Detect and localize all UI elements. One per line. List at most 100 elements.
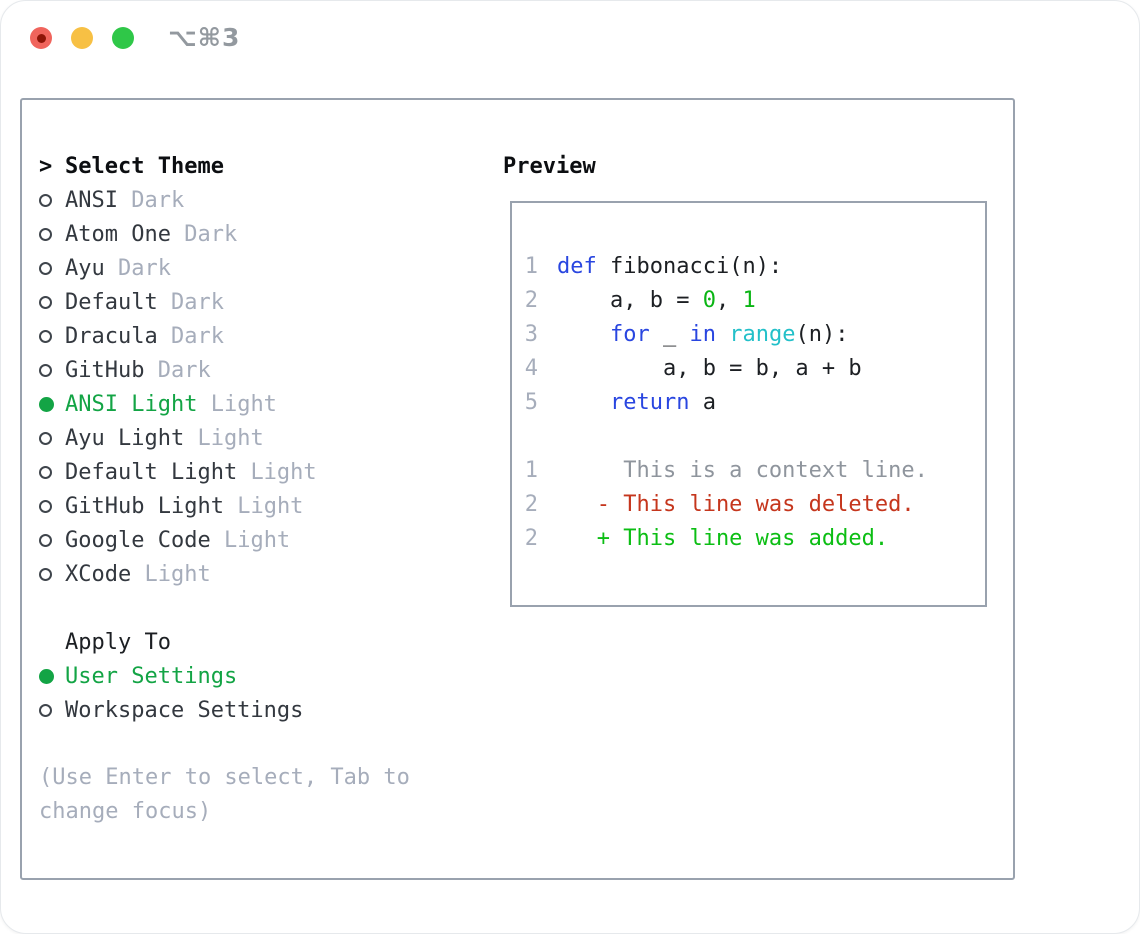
option-label: Workspace Settings <box>65 697 304 723</box>
line-number: 5 <box>524 389 538 415</box>
option-label: ANSI Light <box>65 391 198 417</box>
label-gap <box>144 358 157 383</box>
theme-option-default-light[interactable]: Default Light Light <box>39 455 459 489</box>
code-line: 2 a, b = 0, 1 <box>524 283 985 317</box>
code-segment-fn: range <box>729 321 796 347</box>
radio-icon <box>39 227 65 241</box>
theme-option-atom-one[interactable]: Atom One Dark <box>39 217 459 251</box>
minimize-button[interactable] <box>71 27 93 49</box>
line-number: 2 <box>524 525 538 551</box>
code-segment-kw: def <box>557 253 597 279</box>
label-gap <box>118 188 131 213</box>
code-segment-pl: _ <box>649 321 690 347</box>
radio-dot-outline <box>39 193 52 207</box>
radio-dot-outline <box>39 703 52 717</box>
theme-option-default[interactable]: Default Dark <box>39 285 459 319</box>
line-number: 1 <box>524 457 538 483</box>
theme-option-ansi[interactable]: ANSI Dark <box>39 183 459 217</box>
radio-icon <box>39 193 65 207</box>
theme-option-github-light[interactable]: GitHub Light Light <box>39 489 459 523</box>
select-theme-title: Select Theme <box>65 153 224 179</box>
theme-option-ansi-light[interactable]: ANSI Light Light <box>39 387 459 421</box>
radio-dot-filled <box>39 668 54 684</box>
line-number: 3 <box>524 321 538 347</box>
label-gap <box>237 460 250 485</box>
code-segment-lit: 1 <box>742 287 756 313</box>
code-segment-kw: return <box>609 389 690 415</box>
radio-icon <box>39 567 65 581</box>
apply-to-header: Apply To <box>39 625 459 659</box>
theme-option-ayu[interactable]: Ayu Dark <box>39 251 459 285</box>
diff-line-added: 2 + This line was added. <box>524 521 985 555</box>
option-variant-label: Dark <box>118 255 171 281</box>
apply-option-user-settings[interactable]: User Settings <box>39 659 459 693</box>
radio-dot-outline <box>39 567 52 581</box>
code-segment-pl <box>716 322 729 347</box>
option-variant-label: Light <box>223 527 291 553</box>
line-number: 4 <box>524 355 538 381</box>
code-segment-lit: 0 <box>702 287 716 313</box>
code-segment-pl: a <box>689 389 716 415</box>
option-label: Ayu <box>65 255 105 281</box>
hint-text: (Use Enter to select, Tab to change focu… <box>39 765 410 824</box>
option-label: Google Code <box>65 527 211 553</box>
apply-option-workspace-settings[interactable]: Workspace Settings <box>39 693 459 727</box>
code-segment-del: - This line was deleted. <box>557 491 915 517</box>
code-segment-ctx: This is a context line. <box>557 457 928 483</box>
code-segment-pl: a, b = b, a + b <box>557 355 862 381</box>
radio-icon <box>39 261 65 275</box>
radio-icon <box>39 431 65 445</box>
radio-icon <box>39 533 65 547</box>
radio-dot-outline <box>39 261 52 275</box>
radio-dot-outline <box>39 295 52 309</box>
radio-icon <box>39 465 65 479</box>
radio-dot-outline <box>39 329 52 343</box>
line-content: - This line was deleted. <box>557 492 915 517</box>
radio-dot-filled <box>39 396 54 412</box>
option-variant-label: Light <box>237 493 304 519</box>
theme-option-dracula[interactable]: Dracula Dark <box>39 319 459 353</box>
radio-icon <box>39 295 65 309</box>
option-variant-label: Light <box>197 425 264 451</box>
label-gap <box>197 392 210 417</box>
spacer <box>524 419 985 453</box>
code-segment-pl: , <box>715 287 743 313</box>
option-label: ANSI <box>65 187 118 213</box>
window-title: ⌥⌘3 <box>168 23 241 52</box>
spacer <box>39 591 459 625</box>
radio-dot-outline <box>39 533 52 547</box>
option-label: Dracula <box>65 323 158 349</box>
line-content: a, b = b, a + b <box>557 356 862 381</box>
option-variant-label: Light <box>144 561 211 587</box>
close-button[interactable] <box>30 27 52 49</box>
code-segment-pl: (n): <box>795 321 849 347</box>
radio-icon <box>39 329 65 343</box>
code-segment-kw: for <box>609 321 650 347</box>
line-content: return a <box>557 390 716 415</box>
radio-dot-outline <box>39 431 52 445</box>
option-variant-label: Dark <box>131 187 185 213</box>
option-variant-label: Dark <box>170 323 224 349</box>
theme-option-xcode[interactable]: XCode Light <box>39 557 459 591</box>
radio-icon <box>39 499 65 513</box>
theme-option-ayu-light[interactable]: Ayu Light Light <box>39 421 459 455</box>
theme-option-google-code[interactable]: Google Code Light <box>39 523 459 557</box>
radio-selected-icon <box>39 668 65 684</box>
label-gap <box>158 324 171 349</box>
line-content: def fibonacci(n): <box>557 254 782 279</box>
option-label: XCode <box>65 561 132 587</box>
label-gap <box>158 290 171 315</box>
option-label: GitHub Light <box>65 493 224 519</box>
line-content: for _ in range(n): <box>557 322 848 347</box>
theme-option-github[interactable]: GitHub Dark <box>39 353 459 387</box>
diff-preview: 1 This is a context line. 2 - This line w… <box>524 453 985 555</box>
zoom-button[interactable] <box>112 27 134 49</box>
option-variant-label: Dark <box>157 357 211 383</box>
option-label: Ayu Light <box>65 425 185 451</box>
option-label: GitHub <box>65 357 145 383</box>
cursor-icon: > <box>39 153 53 179</box>
